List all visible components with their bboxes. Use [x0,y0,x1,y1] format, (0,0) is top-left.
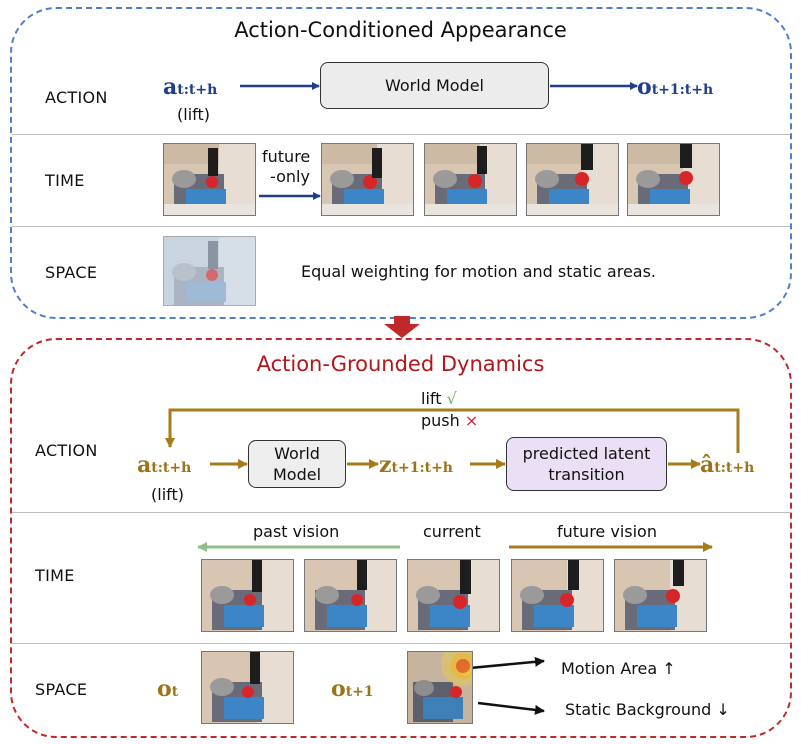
current-label: current [423,522,481,541]
check-icon: √ [446,389,457,408]
top-world-model-box: World Model [320,62,549,109]
top-space-text: Equal weighting for motion and static ar… [301,262,657,281]
ot-symbol: ot [157,676,179,702]
bottom-action-label: ACTION [35,441,98,460]
top-time-frame-current [163,143,256,216]
past-frame-2 [304,559,397,632]
top-future-label-1: future [262,147,311,166]
top-space-frame [163,236,256,306]
bottom-panel [10,338,792,738]
motion-area-label: Motion Area ↑ [561,659,676,678]
motion-area-arrow [469,656,545,670]
top-time-frame-4 [627,143,720,216]
bottom-time-label: TIME [35,566,75,585]
static-background-label: Static Background ↓ [565,700,730,719]
bottom-space-label: SPACE [35,680,88,699]
ot1-symbol: ot+1 [331,676,374,702]
top-input-symbol: at:t+h [163,74,218,100]
bottom-output-symbol: ât:t+h [700,452,755,478]
cross-icon: × [464,411,479,430]
space-frame-ot [201,651,294,724]
top-separator-1 [12,134,790,135]
top-separator-2 [12,226,790,227]
bottom-separator-1 [12,512,790,513]
future-frame-2 [614,559,707,632]
future-vision-label: future vision [557,522,657,541]
top-time-frame-1 [321,143,414,216]
top-output-symbol: ot+1:t+h [637,74,714,100]
current-frame [407,559,500,632]
bottom-title: Action-Grounded Dynamics [256,352,545,376]
static-background-arrow [477,701,545,715]
top-time-frame-3 [526,143,619,216]
bottom-separator-2 [12,643,790,644]
future-frame-1 [511,559,604,632]
top-input-note: (lift) [177,105,210,124]
bottom-input-symbol: at:t+h [137,452,192,478]
feedback-push-label: push × [421,411,479,430]
top-space-label: SPACE [45,263,98,282]
latent-symbol: zt+1:t+h [379,452,453,478]
top-future-label-2: -only [270,167,310,186]
past-vision-label: past vision [253,522,340,541]
top-action-label: ACTION [45,88,108,107]
feedback-loop-arrow [165,408,740,453]
panel-transition-arrow [384,316,420,338]
past-frame-1 [201,559,294,632]
feedback-lift-label: lift √ [421,389,457,408]
top-title: Action-Conditioned Appearance [234,18,567,42]
space-frame-ot1-heatmap [407,651,473,724]
top-time-label: TIME [45,171,85,190]
bottom-input-note: (lift) [151,485,184,504]
top-time-frame-2 [424,143,517,216]
